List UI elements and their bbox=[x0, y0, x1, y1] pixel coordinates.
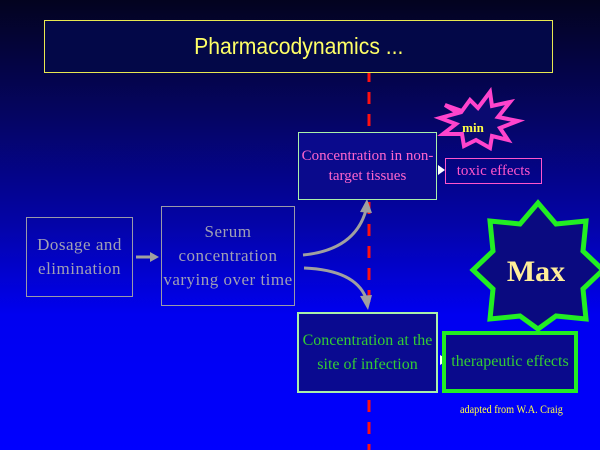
therapeutic-effects-box: therapeutic effects bbox=[442, 331, 578, 393]
credit-text: adapted from W.A. Craig bbox=[460, 402, 563, 416]
arrow-serum-to-site bbox=[303, 266, 372, 310]
nontarget-tissue-box: Concentration in non-target tissues bbox=[298, 132, 437, 200]
page-title: Pharmacodynamics ... bbox=[193, 33, 404, 59]
infection-site-box: Concentration at the site of infection bbox=[297, 312, 438, 393]
site-label: Concentration at the site of infection bbox=[302, 331, 433, 373]
title-box: Pharmacodynamics ... bbox=[44, 20, 553, 73]
serum-label: Serum concentration varying over time bbox=[163, 222, 293, 289]
max-star-icon bbox=[469, 199, 600, 333]
max-label: Max bbox=[507, 255, 565, 288]
dosage-label: Dosage and elimination bbox=[37, 235, 122, 278]
min-starburst-icon bbox=[433, 86, 526, 152]
dosage-box: Dosage and elimination bbox=[26, 217, 133, 297]
min-label: min bbox=[462, 120, 484, 135]
arrow-serum-to-nontarget bbox=[302, 199, 372, 257]
toxic-label: toxic effects bbox=[456, 163, 531, 179]
toxic-effects-box: toxic effects bbox=[445, 158, 542, 184]
arrow-nontarget-to-toxic bbox=[438, 165, 445, 175]
therapeutic-label: therapeutic effects bbox=[451, 353, 569, 370]
serum-box: Serum concentration varying over time bbox=[161, 206, 295, 306]
arrow-dosage-to-serum bbox=[136, 252, 159, 262]
nontarget-label: Concentration in non-target tissues bbox=[301, 148, 434, 184]
